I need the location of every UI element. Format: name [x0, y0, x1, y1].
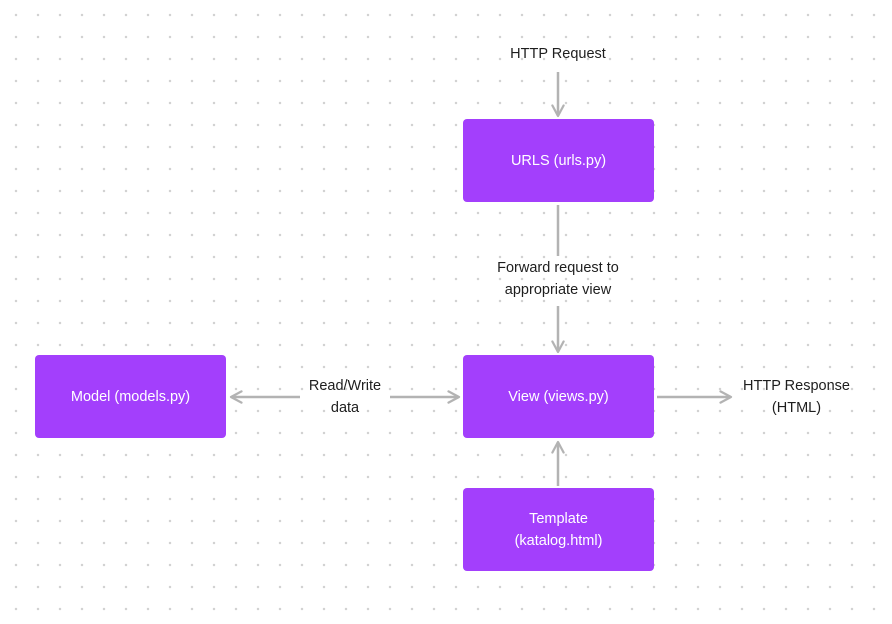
node-template[interactable]: Template (katalog.html): [463, 488, 654, 571]
label-http-request: HTTP Request: [510, 46, 606, 62]
label-forward-request: Forward request to appropriate view: [497, 260, 619, 298]
node-model[interactable]: Model (models.py): [35, 355, 226, 438]
node-view[interactable]: View (views.py): [463, 355, 654, 438]
label-read-write: Read/Write data: [308, 378, 382, 416]
label-http-response: HTTP Response (HTML): [743, 378, 850, 416]
node-urls[interactable]: URLS (urls.py): [463, 119, 654, 202]
